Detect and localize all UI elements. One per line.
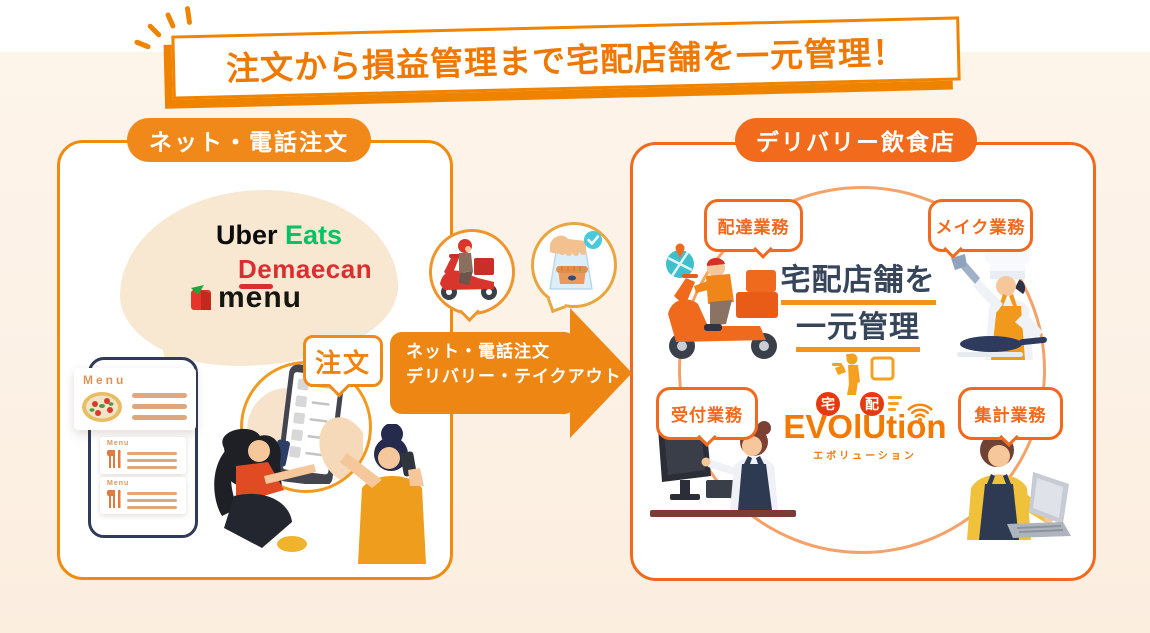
workflow-ring	[678, 186, 1046, 554]
menu-card-small: Menu	[100, 477, 186, 514]
menu-text-lines	[127, 492, 177, 513]
menu-card-title: Menu	[83, 373, 127, 387]
center-headline: 宅配店舗を 一元管理	[775, 264, 941, 352]
headline-line2: 一元管理	[796, 311, 920, 352]
scooter-icon	[440, 239, 497, 300]
demaecan-underline	[239, 284, 273, 289]
demaecan-logo: Demaecan	[238, 254, 373, 284]
flow-arrow-line2: デリバリー・テイクアウト	[406, 367, 622, 386]
headline-line1: 宅配店舗を	[780, 264, 936, 305]
menu-text-lines	[127, 452, 177, 473]
bubble-label: メイク業務	[935, 218, 1026, 237]
order-sources-pill: ネット・電話注文	[127, 118, 371, 162]
uber-eats-logo: Uber Eats	[216, 220, 342, 251]
uber-word: Uber	[216, 220, 286, 250]
restaurant-pill: デリバリー飲食店	[735, 118, 977, 162]
bubble-label: 受付業務	[671, 406, 743, 425]
restaurant-pill-label: デリバリー飲食店	[756, 129, 956, 155]
order-callout-label: 注文	[314, 347, 371, 378]
wifi-icon	[907, 403, 933, 423]
flow-arrow-caption: ネット・電話注文 デリバリー・テイクアウト	[406, 339, 622, 389]
order-sources-pill-label: ネット・電話注文	[149, 129, 349, 155]
flow-arrow-line1: ネット・電話注文	[406, 342, 550, 361]
takeout-bag-icon	[549, 231, 602, 290]
flow-arrow	[390, 308, 632, 438]
logo-kanji-takuhai-2: 配	[860, 392, 884, 416]
logo-kana: エボリューション	[813, 451, 917, 462]
menu-word: menu	[218, 281, 303, 314]
logo-rider-icon	[832, 353, 895, 395]
pizza-icon	[82, 392, 122, 422]
fork-knife-icon	[107, 490, 121, 508]
bubble-make-task: メイク業務	[928, 199, 1033, 252]
menu-text-lines	[132, 393, 187, 426]
bubble-delivery-task: 配達業務	[704, 199, 803, 252]
fork-knife-icon	[107, 450, 121, 468]
delivery-scooter-bubble	[429, 229, 515, 315]
bubble-label: 集計業務	[974, 406, 1047, 425]
eats-word: Eats	[285, 220, 343, 250]
sparkle-icon	[133, 4, 208, 64]
chef-illustration	[951, 240, 1047, 360]
takeout-bubble	[531, 222, 617, 308]
logo-kanji-takuhai-1: 宅	[816, 392, 840, 416]
menu-book-icon	[191, 284, 211, 310]
menu-card-small: Menu	[100, 437, 186, 474]
menu-card-large: Menu	[74, 368, 196, 430]
banner-text: 注文から損益管理まで宅配店舗を一元管理！	[225, 33, 907, 88]
laptop-worker-illustration	[967, 433, 1071, 540]
menu-card-title: Menu	[107, 480, 130, 487]
menu-card-title: Menu	[107, 440, 130, 447]
bubble-label: 配達業務	[717, 218, 790, 237]
customers-illustration	[214, 424, 426, 564]
check-icon	[587, 235, 600, 246]
order-callout: 注文	[303, 335, 383, 387]
logo-wordmark: EVOlUtion	[783, 408, 947, 445]
menu-logo: menu	[189, 283, 302, 313]
delivery-rider-illustration	[666, 243, 778, 359]
